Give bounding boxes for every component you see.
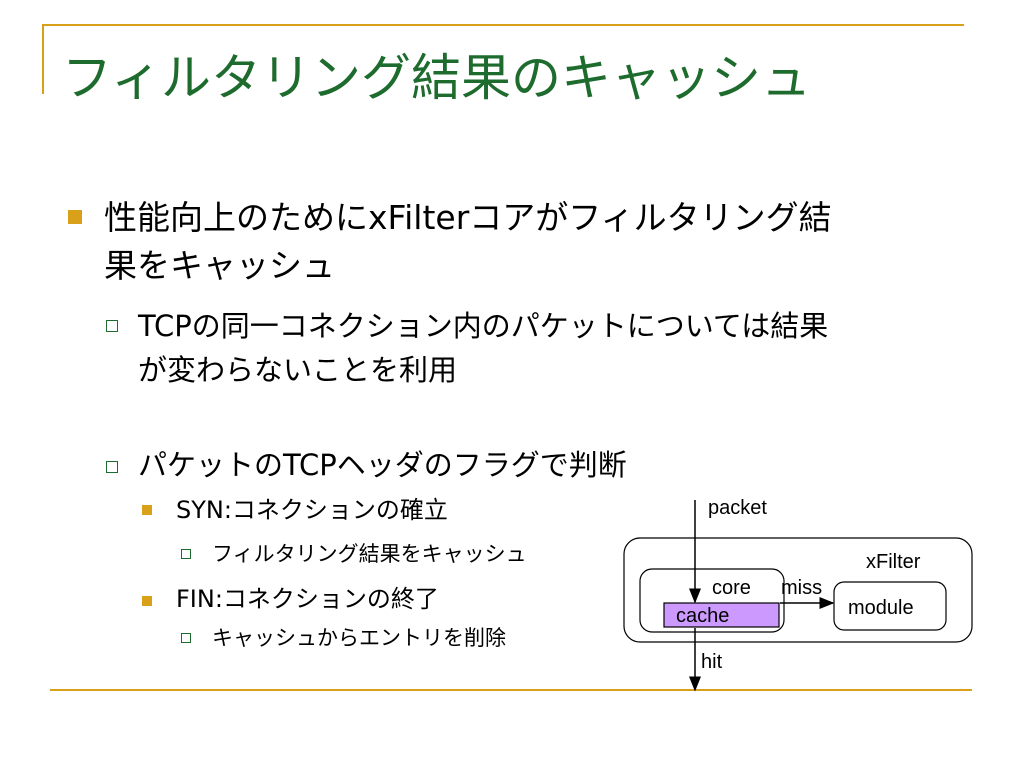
top-rule xyxy=(42,24,964,26)
bullet-text-cont: 果をキャッシュ xyxy=(104,246,335,285)
cache-label: cache xyxy=(676,605,729,627)
bottom-rule xyxy=(50,689,972,691)
sub-bullet-text: TCPの同一コネクション内のパケットについては結果 xyxy=(138,309,829,343)
module-label: module xyxy=(848,597,914,619)
syn-text: SYN:コネクションの確立 xyxy=(176,496,448,524)
bullet-square-icon xyxy=(142,505,152,515)
packet-label: packet xyxy=(708,497,767,519)
hit-label: hit xyxy=(701,651,723,673)
syn-sub-text: フィルタリング結果をキャッシュ xyxy=(212,542,527,566)
cache-box xyxy=(663,602,780,628)
left-rule xyxy=(42,24,44,94)
bullet-text: 性能向上のためにxFilterコアがフィルタリング結 xyxy=(104,198,832,237)
miss-label: miss xyxy=(781,577,822,599)
hollow-square-icon xyxy=(106,320,118,332)
slide-title: フィルタリング結果のキャッシュ xyxy=(62,49,811,107)
bullet-square-icon xyxy=(68,210,82,224)
hollow-square-icon xyxy=(181,633,191,643)
bullet-square-icon xyxy=(142,596,152,606)
sub-bullet-text-cont: が変わらないことを利用 xyxy=(138,353,458,387)
fin-text: FIN:コネクションの終了 xyxy=(176,585,439,613)
hollow-square-icon xyxy=(106,461,118,473)
sub-bullet-text: パケットのTCPヘッダのフラグで判断 xyxy=(138,448,627,482)
hollow-square-icon xyxy=(181,549,191,559)
fin-sub-text: キャッシュからエントリを削除 xyxy=(212,626,506,650)
xfilter-label: xFilter xyxy=(866,551,921,573)
core-label: core xyxy=(712,577,751,599)
